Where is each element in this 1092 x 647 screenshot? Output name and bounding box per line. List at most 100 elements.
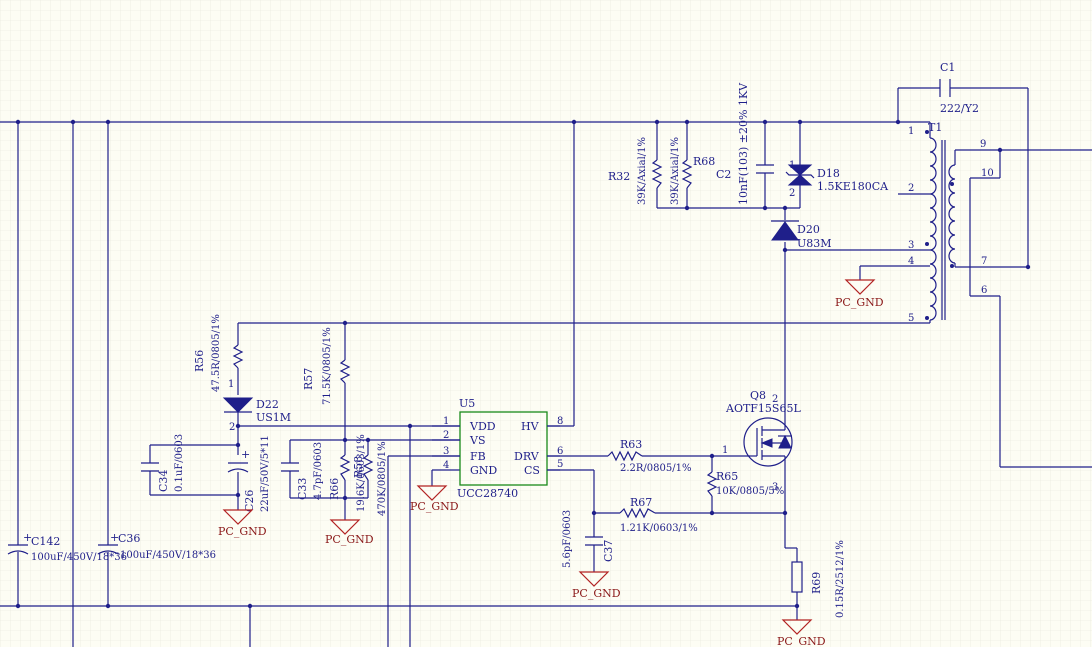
r69-ref: R69 xyxy=(810,572,823,594)
ground-r69: PC_GND xyxy=(777,619,826,647)
diode-d20[interactable]: D20 U83M xyxy=(771,220,832,250)
u5-pin-1-num: 1 xyxy=(443,416,449,427)
ic-u5[interactable]: U5 UCC28740 1 2 3 4 VDD VS FB GND HV DRV… xyxy=(432,397,563,500)
r66-ref: R66 xyxy=(328,478,341,500)
capacitor-c26[interactable]: + C26 22uF/50V/5*11 xyxy=(227,435,271,512)
r32-ref: R32 xyxy=(608,170,630,183)
diode-d22[interactable]: 1 2 D22 US1M xyxy=(222,379,291,433)
ground-label: PC_GND xyxy=(218,525,267,538)
q8-value: AOTF15S65L xyxy=(725,402,801,415)
resistor-r65[interactable]: R65 10K/0805/5% xyxy=(706,470,784,497)
t1-pin-6: 6 xyxy=(981,285,987,296)
mosfet-q8[interactable]: Q8 AOTF15S65L 1 2 3 xyxy=(722,389,801,493)
ground-label: PC_GND xyxy=(572,587,621,600)
d22-pin-2: 2 xyxy=(229,422,235,433)
tvs-diode-d18[interactable]: 1 2 D18 1.5KE180CA xyxy=(785,160,889,199)
r68-ref: R68 xyxy=(693,155,715,168)
d22-ref: D22 xyxy=(256,398,279,411)
d22-value: US1M xyxy=(256,411,291,424)
t1-pin-4: 4 xyxy=(908,256,914,267)
resistor-r63[interactable]: R63 2.2R/0805/1% xyxy=(607,438,691,474)
d18-pin-1: 1 xyxy=(789,160,795,171)
u5-pin-gnd: GND xyxy=(470,464,497,477)
resistor-r69[interactable]: R69 0.15R/2512/1% xyxy=(791,540,846,618)
t1-pin-3: 3 xyxy=(908,240,914,251)
transformer-t1[interactable]: T1 1 2 3 4 5 9 10 7 6 xyxy=(908,121,994,324)
resistor-r67[interactable]: R67 1.21K/0603/1% xyxy=(619,496,698,534)
resistor-r57[interactable]: R57 71.5K/0805/1% xyxy=(302,327,351,405)
c33-ref: C33 xyxy=(296,478,309,500)
ground-label: PC_GND xyxy=(777,635,826,647)
r67-ref: R67 xyxy=(630,496,652,509)
c1-ref: C1 xyxy=(940,61,955,74)
d22-pin-1: 1 xyxy=(228,379,234,390)
capacitor-c2[interactable]: C2 10nF(103) ±20% 1KV xyxy=(716,82,774,205)
t1-pin-9: 9 xyxy=(980,139,986,150)
u5-pin-vdd: VDD xyxy=(469,420,496,433)
r65-value: 10K/0805/5% xyxy=(716,486,784,497)
c142-ref: C142 xyxy=(31,535,60,548)
capacitor-c36[interactable]: + C36 100uF/450V/18*36 xyxy=(97,531,216,561)
q8-pin-1: 1 xyxy=(722,445,728,456)
u5-pin-vs: VS xyxy=(469,434,485,447)
c34-ref: C34 xyxy=(157,470,170,492)
r58-value: 470K/0805/1% xyxy=(377,441,388,516)
ground-u5: PC_GND xyxy=(410,485,459,513)
t1-pin-2: 2 xyxy=(908,183,914,194)
c34-value: 0.1uF/0603 xyxy=(174,434,185,492)
resistor-r66[interactable]: R66 19.6K/0603/1% xyxy=(328,434,367,512)
resistor-r68[interactable]: R68 39K/Axial/1% xyxy=(670,137,715,205)
c37-ref: C37 xyxy=(602,540,615,562)
ground-label: PC_GND xyxy=(325,533,374,546)
capacitor-c1[interactable]: C1 222/Y2 xyxy=(939,61,979,115)
resistor-r32[interactable]: R32 39K/Axial/1% xyxy=(608,137,663,205)
c142-value: 100uF/450V/18*36 xyxy=(31,552,127,563)
resistor-r56[interactable]: R56 47.5R/0805/1% xyxy=(193,314,244,392)
r57-ref: R57 xyxy=(302,368,315,390)
capacitor-c142[interactable]: + C142 100uF/450V/18*36 xyxy=(7,531,127,563)
wires xyxy=(0,87,1092,647)
r69-value: 0.15R/2512/1% xyxy=(835,540,846,618)
d18-value: 1.5KE180CA xyxy=(817,180,889,193)
ground-c37: PC_GND xyxy=(572,571,621,600)
c26-ref: C26 xyxy=(243,490,256,512)
c2-value: 10nF(103) ±20% 1KV xyxy=(737,82,750,205)
capacitor-c37[interactable]: C37 5.6pF/0603 xyxy=(562,510,615,568)
c36-ref: C36 xyxy=(118,532,140,545)
u5-pin-3-num: 3 xyxy=(443,446,449,457)
r56-value: 47.5R/0805/1% xyxy=(211,314,222,392)
ground-t1: PC_GND xyxy=(835,279,884,309)
q8-pin-3: 3 xyxy=(772,482,778,493)
c142-polarity: + xyxy=(23,531,32,544)
ground-label: PC_GND xyxy=(410,500,459,513)
t1-pin-7: 7 xyxy=(981,256,987,267)
capacitor-c33[interactable]: C33 4.7pF/0603 xyxy=(281,442,324,500)
c37-value: 5.6pF/0603 xyxy=(562,510,573,568)
t1-pin-10: 10 xyxy=(981,168,994,179)
q8-ref: Q8 xyxy=(750,389,766,402)
resistor-r58[interactable]: R58 470K/0805/1% xyxy=(352,441,388,516)
r32-value: 39K/Axial/1% xyxy=(637,137,648,205)
u5-pin-6-num: 6 xyxy=(557,446,563,457)
r58-ref: R58 xyxy=(352,456,365,478)
t1-ref: T1 xyxy=(928,121,942,134)
r67-value: 1.21K/0603/1% xyxy=(620,523,698,534)
r68-value: 39K/Axial/1% xyxy=(670,137,681,205)
r63-ref: R63 xyxy=(620,438,642,451)
c36-value: 100uF/450V/18*36 xyxy=(120,550,216,561)
u5-pin-drv: DRV xyxy=(514,450,540,463)
c26-value: 22uF/50V/5*11 xyxy=(260,435,271,512)
c33-value: 4.7pF/0603 xyxy=(313,442,324,500)
junction-dots xyxy=(15,119,1031,609)
u5-pin-cs: CS xyxy=(524,464,540,477)
d20-ref: D20 xyxy=(797,223,820,236)
capacitor-c34[interactable]: C34 0.1uF/0603 xyxy=(141,434,185,492)
u5-pin-8-num: 8 xyxy=(557,416,563,427)
ground-label: PC_GND xyxy=(835,296,884,309)
r65-ref: R65 xyxy=(716,470,738,483)
u5-ref: U5 xyxy=(459,397,475,410)
ground-c26: PC_GND xyxy=(218,509,267,538)
u5-pin-5-num: 5 xyxy=(557,459,563,470)
c2-ref: C2 xyxy=(716,168,731,181)
